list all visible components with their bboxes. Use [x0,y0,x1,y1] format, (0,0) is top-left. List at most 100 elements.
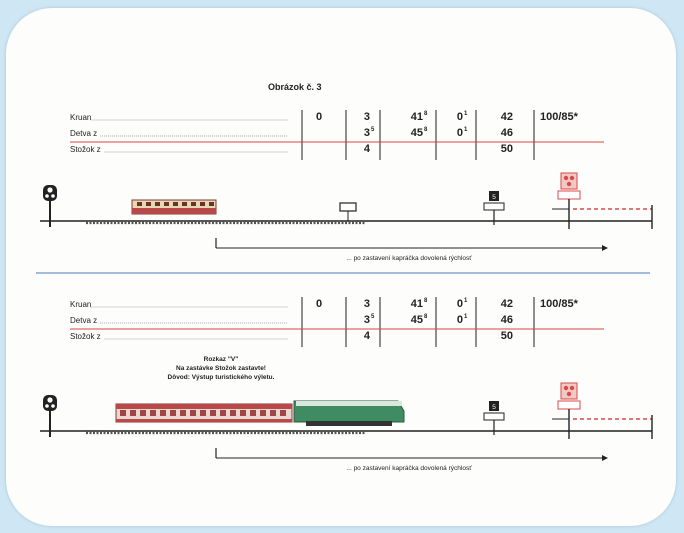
main-signal-lamp [51,404,55,408]
crossing-lamp [569,175,575,181]
coach-roof-band [116,404,292,409]
row-value-time-a: 3 [364,298,370,310]
coach-window [220,410,226,416]
coach-window [140,410,146,416]
row-value-time-b: 45 [411,314,423,326]
locomotive-roof [296,401,402,406]
row-value-time-b: 41 [411,298,423,310]
row-value-time-a: 3 [364,314,370,326]
range-arrowhead [602,245,608,251]
coach-window [160,410,166,416]
row-value-time-c-sup: 1 [464,298,468,304]
row-value-speed: 100/85* [540,111,579,123]
speed-sign-plate [489,191,499,201]
row-value-time-c: 0 [457,127,463,139]
speed-sign-plate [489,401,499,411]
main-signal-lamp [45,194,49,198]
row-value-time-c-sup: 1 [464,127,468,133]
speed-sign-board [483,202,505,211]
order-note-line: Dôvod: Výstup turistického výletu. [168,374,275,381]
row-label: Detva z [70,129,97,138]
crossing-sign [557,400,581,410]
main-signal-lamp [47,397,53,403]
crossing-lamp [566,181,572,187]
crossing-lamp [563,175,569,181]
coach-window [120,410,126,416]
coach-window [230,410,236,416]
row-value-time-d: 42 [501,298,513,310]
coach-window [130,410,136,416]
railcar-window [209,202,214,206]
row-value-time-b: 41 [411,111,423,123]
row-value-time-a-sup: 5 [371,127,375,133]
crossing-warning-box [560,172,578,190]
railcar-window [146,202,151,206]
stop-board [339,202,357,212]
row-value-time-b-sup: 8 [424,111,428,117]
order-note-line: Rozkaz "V" [204,356,239,363]
row-label: Kruan [70,300,91,309]
speed-caption: ... po zastavení kapráčka dovolená rýchl… [346,465,472,472]
row-value-km: 0 [316,111,322,123]
row-value-time-a: 3 [364,111,370,123]
crossing-lamp [563,385,569,391]
locomotive-frame [306,421,392,426]
railcar-window [182,202,187,206]
crossing-lamp [566,391,572,397]
coach-window [270,410,276,416]
main-signal-lamp [45,404,49,408]
coach-window [180,410,186,416]
row-value-time-b-sup: 8 [424,127,428,133]
row-label: Kruan [70,113,91,122]
railcar-window [155,202,160,206]
coach-window [240,410,246,416]
row-value-time-c-sup: 1 [464,111,468,117]
row-value-time-a: 4 [364,330,371,342]
railcar-window [164,202,169,206]
figure-title: Obrázok č. 3 [268,82,322,92]
speed-caption: ... po zastavení kapráčka dovolená rýchl… [346,255,472,262]
row-value-time-b-sup: 8 [424,298,428,304]
coach-window [280,410,286,416]
row-value-time-c-sup: 1 [464,314,468,320]
row-value-time-a: 4 [364,143,371,155]
coach-window [150,410,156,416]
row-label: Detva z [70,316,97,325]
railcar-window [191,202,196,206]
main-signal-lamp [47,187,53,193]
row-label: Stožok z [70,332,101,341]
coach-bottom-band [116,419,292,422]
railcar-window [173,202,178,206]
row-value-time-a: 3 [364,127,370,139]
coach-window [190,410,196,416]
row-value-time-d: 46 [501,314,513,326]
coach-window [210,410,216,416]
row-value-time-a-sup: 5 [371,314,375,320]
crossing-sign [557,190,581,200]
railcar-band [132,208,216,214]
row-value-time-b: 45 [411,127,423,139]
range-arrowhead [602,455,608,461]
order-note-line: Na zastávke Stožok zastavte! [176,365,266,372]
crossing-lamp [569,385,575,391]
coach-window [200,410,206,416]
crossing-warning-box [560,382,578,400]
row-value-time-c: 0 [457,298,463,310]
row-value-km: 0 [316,298,322,310]
row-value-time-d: 50 [501,143,513,155]
coach-window [250,410,256,416]
row-value-time-d: 50 [501,330,513,342]
row-value-speed: 100/85* [540,298,579,310]
speed-sign-value: 5 [492,194,496,201]
railcar-window [200,202,205,206]
speed-sign-value: 5 [492,404,496,411]
row-label: Stožok z [70,145,101,154]
main-signal-head [43,395,57,411]
row-value-time-d: 46 [501,127,513,139]
row-value-time-c: 0 [457,314,463,326]
coach-window [260,410,266,416]
speed-sign-board [483,412,505,421]
